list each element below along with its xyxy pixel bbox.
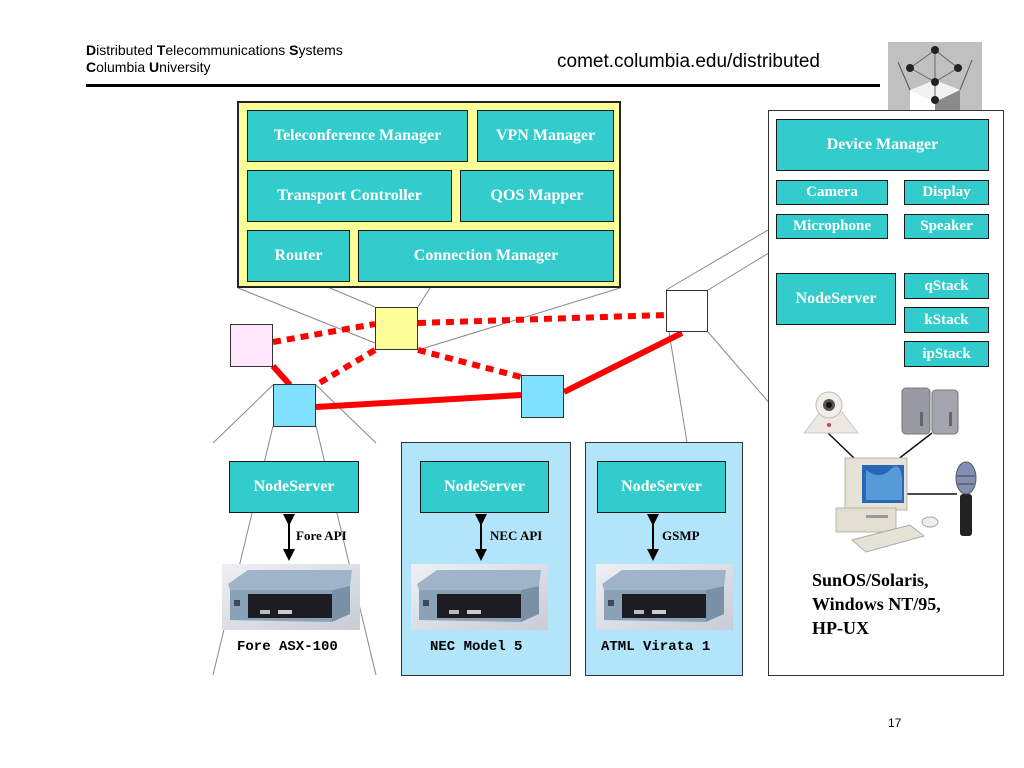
initial: C <box>86 59 97 75</box>
initial: U <box>149 59 160 75</box>
device-camera[interactable]: Camera <box>776 180 888 205</box>
stack-qstack[interactable]: qStack <box>904 273 989 299</box>
network-node-white[interactable] <box>666 290 708 332</box>
page-number: 17 <box>888 716 902 730</box>
word-rest: istributed <box>96 42 157 58</box>
network-node-pink[interactable] <box>230 324 273 367</box>
initial: T <box>156 42 166 58</box>
switch-nodeserver-atml[interactable]: NodeServer <box>597 461 726 513</box>
device-speaker[interactable]: Speaker <box>904 214 989 239</box>
org-name-line1: Distributed Telecommunications Systems <box>86 42 343 58</box>
module-connection-manager[interactable]: Connection Manager <box>358 230 614 282</box>
network-node-blue-mid[interactable] <box>521 375 564 418</box>
word-rest: elecommunications <box>165 42 290 58</box>
module-transport-controller[interactable]: Transport Controller <box>247 170 452 222</box>
stack-ipstack[interactable]: ipStack <box>904 341 989 367</box>
header-rule <box>86 84 880 87</box>
zoom-line <box>237 287 376 344</box>
link-dotted-yellow-bluemid <box>417 347 522 380</box>
host-nodeserver[interactable]: NodeServer <box>776 273 896 325</box>
switch-icon-nec <box>411 564 548 630</box>
speaker-cable <box>896 432 933 461</box>
link-dotted-pink-yellow <box>272 321 376 345</box>
network-node-blue-left[interactable] <box>273 384 316 427</box>
device-microphone[interactable]: Microphone <box>776 214 888 239</box>
os-line: HP-UX <box>812 618 869 638</box>
speakers-icon <box>901 387 959 435</box>
word-rest: olumbia <box>96 59 150 75</box>
link-dotted-yellow-white <box>417 312 667 326</box>
api-label-fore: Fore API <box>296 528 347 543</box>
initial: D <box>86 42 97 58</box>
org-name-line2: Columbia University <box>86 59 211 75</box>
os-line: Windows NT/95, <box>812 594 941 614</box>
device-manager[interactable]: Device Manager <box>776 119 989 171</box>
link-solid-bluemid-white <box>562 330 684 395</box>
device-label-fore: Fore ASX-100 <box>237 639 338 655</box>
zoom-line <box>329 287 376 308</box>
camera-icon <box>802 391 860 434</box>
api-label-gsmp: GSMP <box>662 528 700 543</box>
switch-icon-fore <box>222 564 360 630</box>
device-label-nec: NEC Model 5 <box>430 639 523 655</box>
computer-icon <box>835 457 939 553</box>
link-dotted-yellow-blueleft <box>314 347 377 388</box>
switch-nodeserver-fore[interactable]: NodeServer <box>229 461 359 513</box>
link-solid-blueleft-bluemid <box>315 392 522 410</box>
word-rest: niversity <box>159 59 211 75</box>
os-line: SunOS/Solaris, <box>812 570 929 590</box>
switch-icon-atml <box>596 564 733 630</box>
switch-nodeserver-nec[interactable]: NodeServer <box>420 461 549 513</box>
module-router[interactable]: Router <box>247 230 350 282</box>
zoom-line <box>315 384 377 444</box>
zoom-line <box>212 384 274 444</box>
site-url[interactable]: comet.columbia.edu/distributed <box>557 51 820 72</box>
stack-kstack[interactable]: kStack <box>904 307 989 333</box>
network-box-logo-icon <box>888 42 982 122</box>
microphone-icon <box>955 461 977 536</box>
module-teleconference-manager[interactable]: Teleconference Manager <box>247 110 468 162</box>
os-list: SunOS/Solaris, Windows NT/95, HP-UX <box>812 568 941 640</box>
camera-cable <box>827 432 856 460</box>
network-node-yellow[interactable] <box>375 307 418 350</box>
link-solid-pink-blueleft <box>270 363 293 388</box>
zoom-line <box>417 287 431 308</box>
word-rest: ystems <box>298 42 343 58</box>
module-qos-mapper[interactable]: QOS Mapper <box>460 170 614 222</box>
device-display[interactable]: Display <box>904 180 989 205</box>
initial: S <box>289 42 299 58</box>
module-vpn-manager[interactable]: VPN Manager <box>477 110 614 162</box>
device-label-atml: ATML Virata 1 <box>601 639 711 655</box>
zoom-line <box>665 229 769 291</box>
api-label-nec: NEC API <box>490 528 543 543</box>
